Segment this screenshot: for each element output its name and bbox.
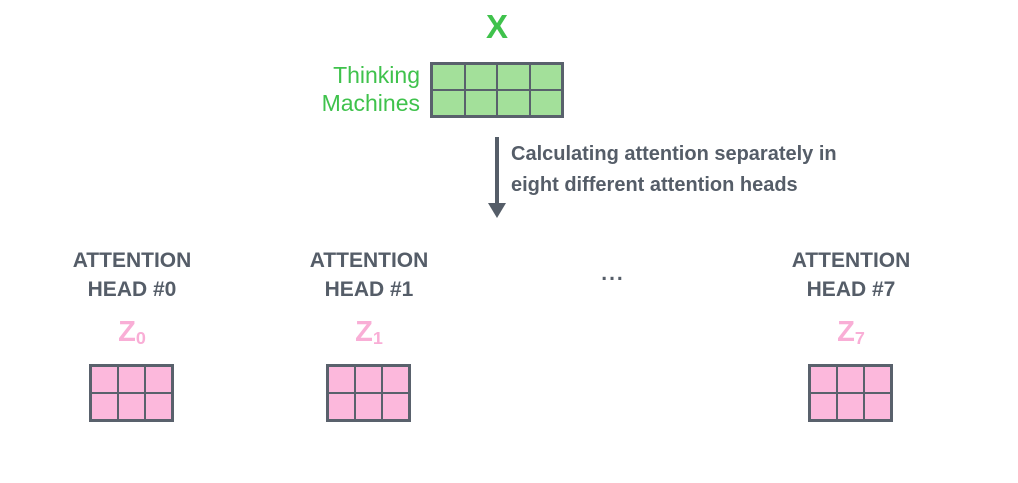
matrix-cell [355, 366, 382, 393]
annotation-line-2: eight different attention heads [511, 174, 798, 196]
attention-head-1-title-line-1: ATTENTION [309, 249, 429, 272]
matrix-cell [837, 366, 864, 393]
down-arrow-line [495, 137, 499, 204]
matrix-cell [529, 64, 562, 90]
attention-head-1-title: ATTENTION HEAD #1 [284, 246, 454, 304]
z1-subscript: 1 [372, 328, 383, 349]
matrix-cell [432, 64, 465, 90]
z7-base: Z [837, 316, 855, 348]
matrix-cell [145, 366, 172, 393]
thinking-machines-watermark: Thinking Machines [270, 61, 420, 117]
matrix-cell [432, 90, 465, 116]
matrix-cell [810, 366, 837, 393]
attention-head-1-title-line-2: HEAD #1 [324, 278, 414, 301]
matrix-cell [837, 393, 864, 420]
down-arrow-head [488, 203, 506, 218]
z0-base: Z [118, 316, 136, 348]
matrix-cell [91, 366, 118, 393]
matrix-cell [118, 393, 145, 420]
input-matrix-label: X [485, 8, 508, 45]
z0-subscript: 0 [135, 328, 146, 349]
attention-head-0-title: ATTENTION HEAD #0 [47, 246, 217, 304]
z1-base: Z [355, 316, 373, 348]
attention-head-7-title-line-1: ATTENTION [791, 249, 911, 272]
matrix-cell [810, 393, 837, 420]
attention-head-7-title: ATTENTION HEAD #7 [766, 246, 936, 304]
input-matrix-x [430, 62, 564, 118]
matrix-cell [328, 393, 355, 420]
matrix-cell [382, 393, 409, 420]
matrix-cell [328, 366, 355, 393]
watermark-line-1: Thinking [333, 62, 420, 88]
matrix-cell [355, 393, 382, 420]
matrix-cell [529, 90, 562, 116]
attention-head-1-column: ATTENTION HEAD #1 Z1 [284, 246, 454, 426]
output-matrix-z0 [89, 364, 174, 422]
attention-head-7-column: ATTENTION HEAD #7 Z7 [766, 246, 936, 426]
attention-head-0-title-line-1: ATTENTION [72, 249, 192, 272]
matrix-cell [497, 64, 530, 90]
annotation-line-1: Calculating attention separately in [511, 143, 837, 165]
matrix-cell [464, 64, 497, 90]
heads-ellipsis: ... [601, 262, 625, 285]
attention-head-7-title-line-2: HEAD #7 [806, 278, 896, 301]
attention-head-0-column: ATTENTION HEAD #0 Z0 [47, 246, 217, 426]
attention-head-0-title-line-2: HEAD #0 [87, 278, 177, 301]
output-matrix-z7 [808, 364, 893, 422]
z7-subscript: 7 [854, 328, 865, 349]
matrix-cell [864, 393, 891, 420]
watermark-line-2: Machines [321, 90, 420, 116]
z1-label: Z1 [284, 316, 454, 349]
output-matrix-z1 [326, 364, 411, 422]
matrix-cell [382, 366, 409, 393]
z0-label: Z0 [47, 316, 217, 349]
matrix-cell [118, 366, 145, 393]
arrow-annotation: Calculating attention separately in eigh… [511, 139, 837, 201]
matrix-cell [91, 393, 118, 420]
matrix-cell [464, 90, 497, 116]
matrix-cell [497, 90, 530, 116]
z7-label: Z7 [766, 316, 936, 349]
matrix-cell [864, 366, 891, 393]
matrix-cell [145, 393, 172, 420]
